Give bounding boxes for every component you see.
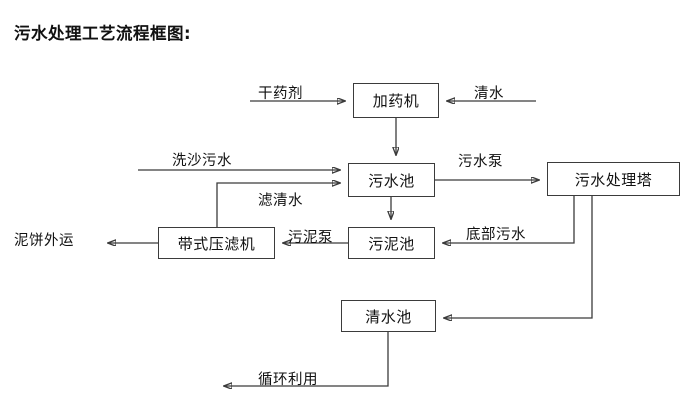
edge-label-dry-agent: 干药剂: [258, 86, 303, 102]
node-label: 污水池: [368, 171, 415, 190]
edge-label-bottom-sewage: 底部污水: [466, 227, 526, 243]
node-label: 污水处理塔: [574, 170, 653, 189]
page-title: 污水处理工艺流程框图:: [14, 24, 192, 43]
node-sewage-pool[interactable]: 污水池: [348, 163, 435, 197]
edge-label-sludge-pump: 污泥泵: [288, 230, 333, 246]
node-sludge-pool[interactable]: 污泥池: [348, 227, 435, 259]
node-clean-water-pool[interactable]: 清水池: [341, 300, 436, 332]
edge-label-filtrate-water: 滤清水: [258, 193, 303, 209]
edge-label-sewage-pump: 污水泵: [458, 154, 503, 170]
terminal-label-mud-cake-out: 泥饼外运: [14, 233, 74, 249]
edge-label-recycle-use: 循环利用: [258, 372, 318, 388]
node-treatment-tower[interactable]: 污水处理塔: [547, 162, 680, 196]
wire-tower-to-clean-water-pool: [444, 196, 593, 318]
node-label: 加药机: [372, 92, 420, 110]
edge-label-clean-water-inlet: 清水: [474, 86, 504, 102]
node-label: 清水池: [365, 307, 412, 326]
node-label: 污泥池: [368, 234, 415, 253]
node-dosing-machine[interactable]: 加药机: [353, 83, 439, 118]
node-label: 带式压滤机: [177, 234, 256, 253]
node-belt-filter-press[interactable]: 带式压滤机: [158, 227, 275, 259]
edge-label-sand-wash-sewage: 洗沙污水: [172, 153, 232, 169]
